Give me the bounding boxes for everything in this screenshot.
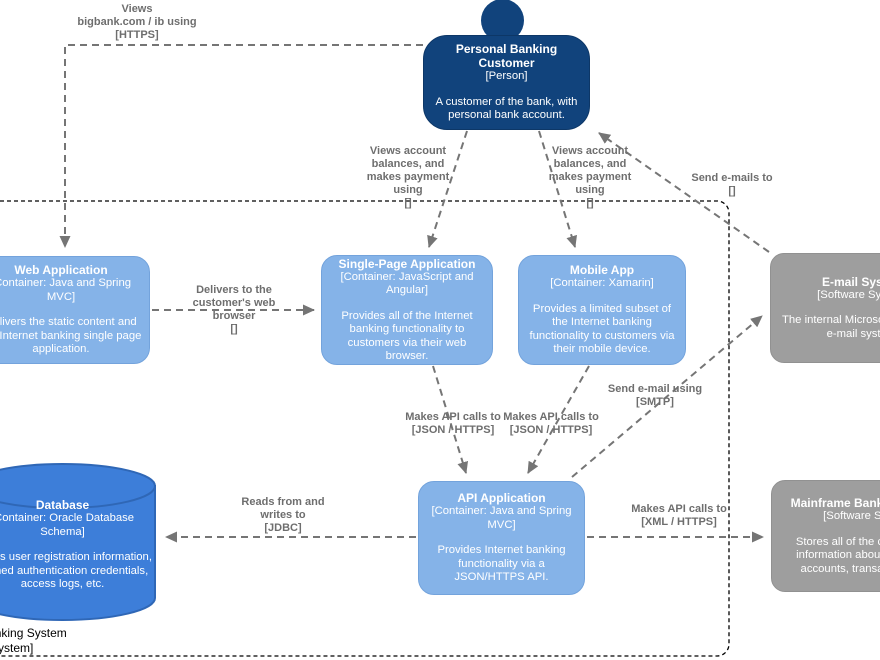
- node-single-page-application[interactable]: Single-Page Application [Container: Java…: [321, 255, 493, 365]
- relationship-label-views-web: Views bigbank.com / ib using [HTTPS]: [77, 3, 197, 41]
- node-personal-banking-customer[interactable]: Personal Banking Customer [Person] A cus…: [423, 35, 590, 130]
- node-description: Delivers the static content and the Inte…: [0, 316, 142, 356]
- relationship-label-api-calls-mainframe: Makes API calls to [XML / HTTPS]: [631, 503, 727, 528]
- database-cylinder[interactable]: [0, 463, 156, 621]
- node-mainframe-banking-system[interactable]: Mainframe Banking System [Software Syste…: [771, 480, 880, 592]
- node-description: A customer of the bank, with personal ba…: [435, 95, 578, 122]
- relationship-label-delivers: Delivers to the customer's web browser […: [192, 284, 276, 335]
- relationship-label-api-calls-mobile: Makes API calls to [JSON / HTTPS]: [503, 411, 599, 436]
- node-subtitle: [Container: Java and Spring MVC]: [431, 505, 572, 531]
- arrow-spa-to-api-application[interactable]: [432, 365, 469, 474]
- node-title: API Application: [457, 491, 546, 506]
- node-title: Personal Banking Customer: [455, 42, 558, 71]
- node-title: Single-Page Application: [338, 256, 476, 271]
- relationship-label-views-spa: Views account balances, and makes paymen…: [366, 145, 450, 209]
- arrow-person-to-spa[interactable]: [427, 130, 468, 248]
- node-subtitle: [Container: Xamarin]: [550, 277, 654, 290]
- node-database-label: Database [Container: Oracle Database Sch…: [0, 498, 155, 592]
- node-description: Provides all of the Internet banking fun…: [341, 309, 473, 363]
- relationship-label-reads-writes: Reads from and writes to [JDBC]: [241, 496, 325, 534]
- node-email-system[interactable]: E-mail System [Software System] The inte…: [770, 253, 880, 363]
- relationship-label-send-emails: Send e-mails to []: [691, 172, 773, 197]
- node-web-application[interactable]: Web Application [Container: Java and Spr…: [0, 256, 150, 364]
- node-title: Web Application: [14, 263, 108, 278]
- arrow-mobile-app-to-api-application[interactable]: [527, 365, 590, 474]
- node-title: E-mail System: [821, 274, 880, 289]
- node-description: Stores user registration information, ha…: [0, 551, 152, 590]
- node-subtitle: [Container: JavaScript and Angular]: [340, 270, 474, 297]
- node-subtitle: [Container: Java and Spring MVC]: [0, 277, 132, 303]
- node-description: The internal Microsoft Exchange e-mail s…: [781, 314, 880, 340]
- node-title: Mobile App: [569, 263, 635, 278]
- system-boundary[interactable]: [0, 200, 730, 657]
- arrow-person-to-mobile-app[interactable]: [538, 130, 577, 248]
- node-title: Database: [35, 498, 90, 512]
- node-description: Provides a limited subset of the Interne…: [529, 302, 675, 356]
- node-subtitle: [Person]: [485, 70, 528, 83]
- arrow-person-to-web-application[interactable]: [59, 44, 423, 248]
- relationship-label-views-mobile: Views account balances, and makes paymen…: [548, 145, 632, 209]
- node-api-application[interactable]: API Application [Container: Java and Spr…: [418, 481, 585, 595]
- node-title: Mainframe Banking System: [790, 496, 880, 510]
- boundary-label: Internet Banking System [Software System…: [0, 626, 67, 655]
- node-description: Provides Internet banking functionality …: [437, 544, 566, 584]
- node-subtitle: [Software System]: [823, 510, 880, 522]
- node-subtitle: [Software System]: [817, 288, 880, 301]
- arrow-api-application-to-email-system[interactable]: [571, 315, 763, 478]
- node-mobile-app[interactable]: Mobile App [Container: Xamarin] Provides…: [518, 255, 686, 365]
- node-subtitle: [Container: Oracle Database Schema]: [0, 512, 135, 538]
- relationship-label-send-email-smtp: Send e-mail using [SMTP]: [607, 383, 703, 408]
- arrow-email-system-to-person[interactable]: [598, 132, 770, 253]
- node-description: Stores all of the core banking informati…: [795, 535, 880, 575]
- relationship-label-api-calls-spa: Makes API calls to [JSON / HTTPS]: [405, 411, 501, 436]
